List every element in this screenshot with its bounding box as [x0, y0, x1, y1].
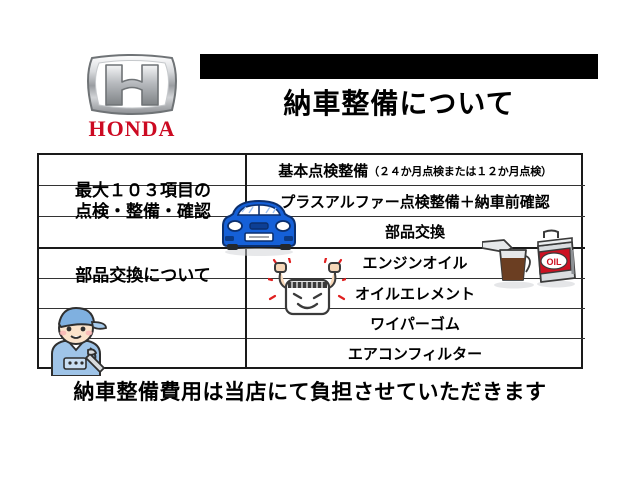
blue-car-illustration [222, 199, 296, 256]
row-main-text-6: ワイパーゴム [370, 316, 460, 333]
row-separator-4 [39, 278, 585, 279]
air-filter-mascot-illustration [268, 258, 346, 316]
row-separator-2 [39, 216, 585, 217]
table-row: エアコンフィルター [247, 338, 583, 369]
row-main-text-4: エンジンオイル [362, 255, 468, 272]
column-divider-top [245, 155, 247, 247]
row-sub-text-1: （２４か月点検または１２か月点検） [368, 165, 552, 178]
column-divider-bottom [245, 247, 247, 369]
table-row: オイルエレメント [247, 278, 583, 309]
page-title: 納車整備について [283, 88, 515, 119]
svg-text:OIL: OIL [547, 257, 563, 267]
table-row: 基本点検整備（２４か月点検または１２か月点検） [247, 155, 583, 186]
bottom-caption: 納車整備費用は当店にて負担させていただきます [73, 381, 547, 404]
row-main-text-7: エアコンフィルター [347, 346, 483, 363]
row-main-text-1: 基本点検整備 [278, 163, 369, 180]
table-row: 部品交換 [247, 216, 583, 247]
service-table: 最大１０３項目の 点検・整備・確認 部品交換について 基本点検整備（２４か月点検… [37, 153, 585, 369]
left-label-inspection-line1: 最大１０３項目の [75, 180, 211, 200]
honda-logo: HONDA [72, 52, 192, 144]
row-main-text-3: 部品交換 [384, 224, 445, 241]
table-row: エンジンオイル [247, 247, 583, 278]
row-main-text-2: プラスアルファー点検整備＋納車前確認 [280, 194, 550, 211]
row-separator-1 [39, 185, 585, 186]
left-label-parts-replacement: 部品交換について [41, 247, 245, 369]
table-row: プラスアルファー点検整備＋納車前確認 [247, 186, 583, 217]
left-label-inspection-line2: 点検・整備・確認 [75, 202, 211, 221]
left-label-parts-replacement-text: 部品交換について [75, 266, 211, 285]
row-separator-3 [39, 247, 585, 249]
honda-h-emblem [87, 54, 177, 115]
left-label-inspection: 最大１０３項目の 点検・整備・確認 [41, 155, 245, 247]
oil-can-illustration: OIL [482, 229, 576, 289]
honda-wordmark: HONDA [88, 116, 176, 141]
row-main-text-5: オイルエレメント [354, 286, 475, 303]
row-separator-6 [39, 338, 585, 339]
title-black-bar [200, 54, 598, 79]
mechanic-illustration [51, 307, 107, 376]
table-row: ワイパーゴム [247, 308, 583, 339]
